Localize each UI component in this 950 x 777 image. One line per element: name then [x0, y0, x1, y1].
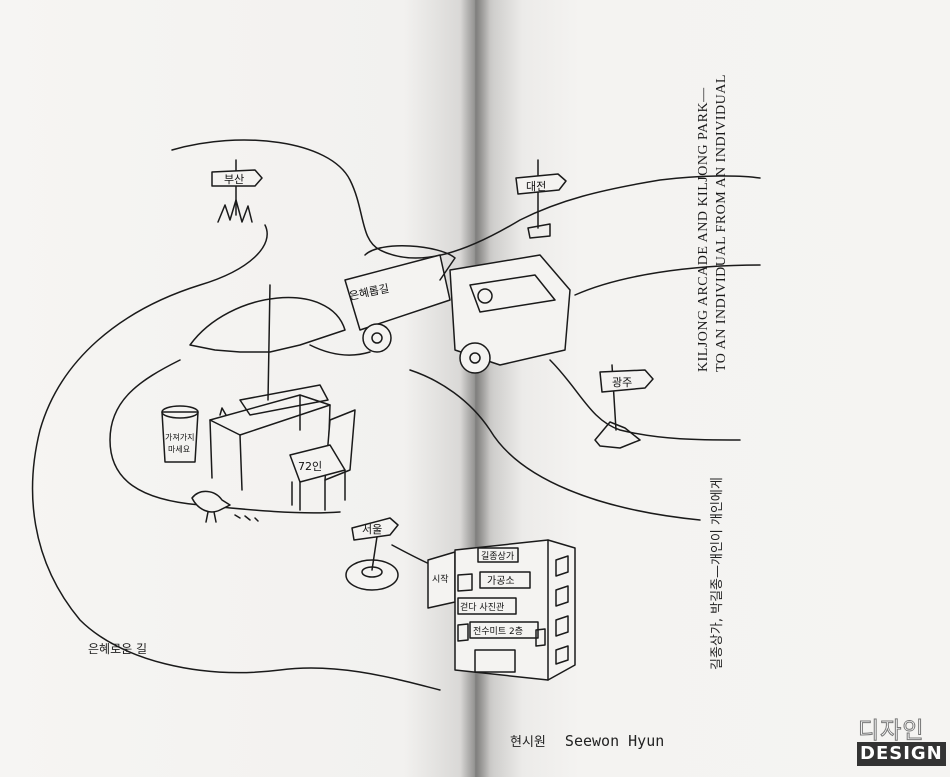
road-line [549, 359, 741, 441]
watermark-korean: 디자인 [857, 718, 925, 745]
signpost-busan: 부산 [211, 159, 263, 223]
english-title-line-2: TO AN INDIVIDUAL FROM AN INDIVIDUAL [714, 74, 729, 372]
english-title-line-1: KILJONG ARCADE AND KILJONG PARK— [696, 87, 711, 372]
signpost-gwangju: 광주 [594, 364, 654, 449]
bucket-label-1: 가져가지 [165, 433, 194, 442]
bucket-label-2: 마세요 [168, 445, 190, 454]
bucket: 가져가지 마세요 [161, 405, 199, 463]
korean-title: 길종상가, 박길종—개인이 개인에게 [710, 477, 725, 670]
road-line [109, 359, 341, 514]
road-line [171, 139, 761, 259]
sign-daejeon-label: 대전 [526, 180, 546, 193]
english-title-block: KILJONG ARCADE AND KILJONG PARK— TO AN I… [688, 62, 748, 382]
building-sign-4: 전수미트 2층 [473, 626, 523, 637]
road-line [31, 224, 441, 691]
road-caption: 은혜로운 길 [88, 642, 148, 656]
building-sign-3: 걷다 사진관 [460, 601, 504, 613]
author-name-english: Seewon Hyun [564, 732, 665, 750]
building-sign-1: 길종상가 [481, 551, 514, 562]
truck-illustration: 은혜롭길 [344, 245, 571, 374]
chair: 72인 [289, 409, 356, 511]
umbrella-stall [189, 284, 346, 491]
road-line [309, 344, 371, 356]
author-credit: 현시원 Seewon Hyun [510, 731, 664, 750]
building-illustration: 길종상가 가공소 걷다 사진관 전수미트 2층 시작 [427, 539, 576, 681]
chair-label: 72인 [298, 460, 322, 473]
signpost-daejeon: 대전 [515, 159, 567, 239]
building-sign-2: 가공소 [487, 575, 515, 587]
signpost-seoul: 서울 [345, 517, 399, 591]
sign-gwangju-label: 광주 [612, 376, 632, 389]
road-line [409, 369, 701, 521]
left-page [0, 0, 475, 777]
watermark-english: DESIGN [857, 742, 946, 766]
sign-busan-label: 부산 [224, 173, 244, 186]
road-line [574, 264, 761, 296]
sign-seoul-label: 서울 [362, 523, 382, 536]
author-name-korean: 현시원 [510, 735, 546, 750]
bird-illustration [191, 490, 259, 523]
building-side-sign: 시작 [432, 574, 449, 585]
